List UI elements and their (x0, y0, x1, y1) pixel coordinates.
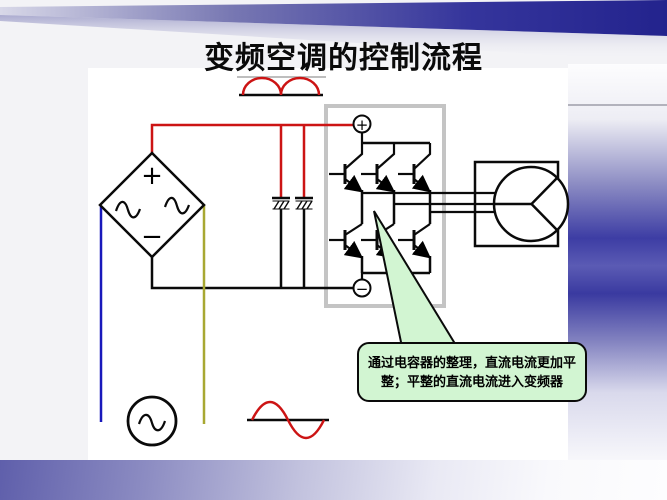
igbt-transistor (398, 143, 432, 193)
star-winding-icon (494, 177, 558, 231)
bridge-rectifier-icon: + − (98, 151, 206, 259)
right-divider-line (566, 104, 667, 106)
ac-tilde-icon (114, 200, 142, 219)
electrolytic-capacitor-icon (295, 196, 313, 210)
callout-text-line2: 整；平整的直流电流进入变频器 (380, 374, 563, 389)
bottom-gradient-band (0, 460, 667, 500)
ac-source-icon (126, 395, 178, 447)
svg-text:+: + (356, 116, 369, 134)
svg-text:−: − (356, 280, 369, 298)
callout-bubble: 通过电容器的整理，直流电流更加平 整；平整的直流电流进入变频器 (357, 342, 587, 402)
banner-wedge (0, 0, 667, 36)
igbt-transistor (361, 143, 396, 193)
igbt-transistor (398, 223, 432, 259)
page-title: 变频空调的控制流程 (204, 42, 483, 75)
top-banner-decoration (0, 0, 667, 62)
minus-terminal-icon: − (352, 278, 372, 298)
capacitor-bank (272, 196, 313, 210)
three-phase-inverter-icon: + − (329, 114, 531, 298)
plus-terminal-icon: + (352, 114, 372, 134)
inverter-box (324, 104, 446, 308)
dc-positive-wires (150, 123, 353, 197)
banner-fade (0, 15, 667, 62)
three-phase-motor-icon (473, 160, 570, 248)
electrolytic-capacitor-icon (272, 196, 290, 210)
dc-negative-wires (150, 209, 353, 290)
ac-sine-waveform-icon (247, 400, 329, 440)
igbt-transistor (329, 143, 364, 193)
rectifier-minus-label: − (141, 222, 163, 252)
rectifier-plus-label: + (141, 161, 163, 191)
callout-text-line1: 通过电容器的整理，直流电流更加平 (367, 354, 576, 370)
ac-tilde-icon (163, 196, 191, 215)
phase-columns (360, 190, 432, 224)
igbt-transistor (329, 223, 364, 259)
rectified-dc-waveform-icon (237, 76, 326, 97)
